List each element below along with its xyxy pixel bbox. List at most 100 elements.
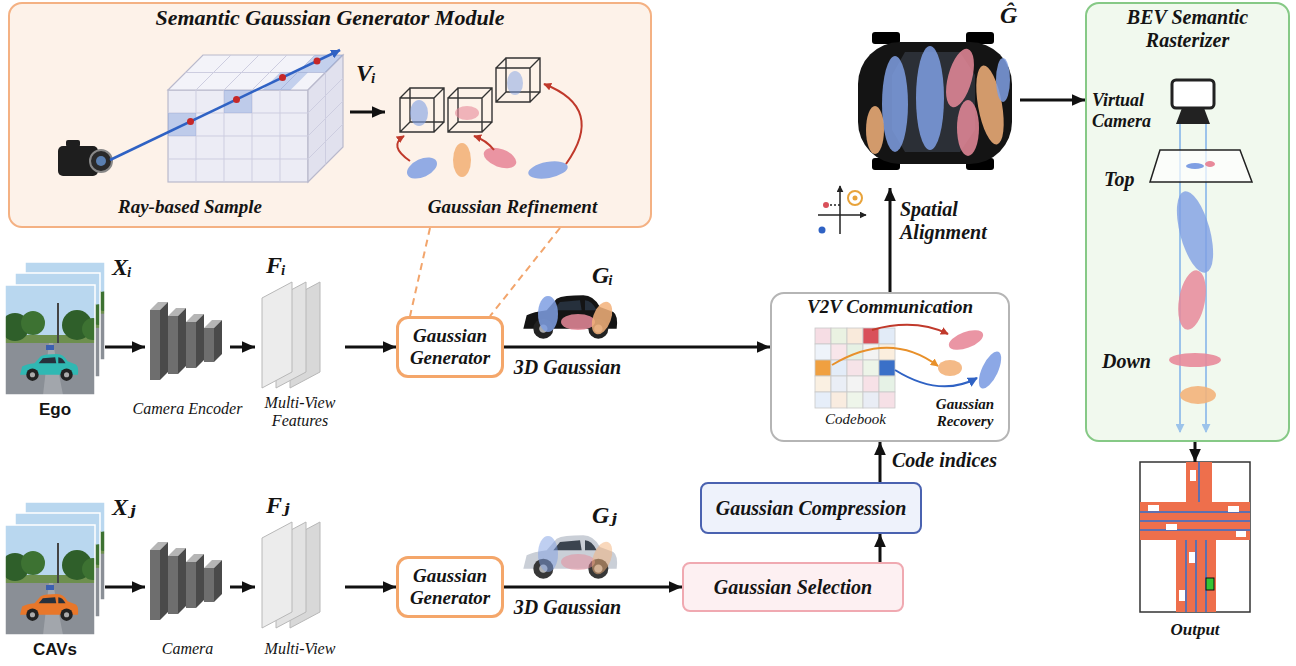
- ray-sample-illustration: [58, 50, 343, 182]
- camera-images: XᵢEgo: [5, 262, 105, 422]
- flow-arrow: [105, 586, 145, 589]
- cav-gaussian-car: [523, 535, 617, 578]
- alignment-axes-icon-part: [823, 202, 829, 208]
- feature-map-illustration-part: [262, 282, 292, 388]
- connector-group: [105, 347, 145, 348]
- ego-camera-photos: [1, 262, 113, 395]
- gaussian-refinement-illustration-part: [496, 58, 540, 102]
- gaussian-recovery-illustration-part: [938, 360, 962, 376]
- codebook-grid-part: [863, 392, 879, 408]
- fused-car-illustration-part: [866, 106, 884, 154]
- fused-car-illustration-part: [996, 58, 1010, 102]
- gaussian-recovery-illustration-part: [946, 326, 985, 353]
- gaussian-refinement-illustration-part: [474, 136, 494, 150]
- codebook-grid-part: [847, 376, 863, 392]
- bev-output-map-part-part: [1148, 505, 1159, 511]
- bev-rasterizer-illustration-part: [1170, 188, 1221, 277]
- bev-output-map-part-part: [1205, 540, 1207, 612]
- bev-output-map: Output: [1138, 462, 1252, 642]
- symbol-label: Fᵢ: [266, 252, 300, 280]
- figure-caption: Gaussian Recovery: [922, 396, 1008, 431]
- ego-camera-photos-part: [1, 285, 104, 395]
- bev-output-map-part-part: [1140, 520, 1250, 522]
- figure-caption: Codebook: [798, 411, 913, 428]
- ray-sample-illustration-part: [233, 96, 240, 103]
- ray-sample-illustration-part-part: [308, 101, 343, 136]
- bev-rasterizer-illustration-part: [1180, 386, 1216, 404]
- symbol-label: Xᵢ: [112, 254, 146, 282]
- ego-gaussian-car-part: [523, 295, 617, 338]
- bev-output-map: [1140, 462, 1250, 612]
- codebook-grid-part: [879, 376, 895, 392]
- flow-arrow: [1020, 99, 1085, 102]
- gaussian-recovery-illustration-part: [974, 348, 1005, 391]
- bev-rasterizer-illustration-part: [1205, 161, 1215, 167]
- flow-arrow: [889, 188, 892, 292]
- ray-sample-illustration-part: [314, 58, 321, 65]
- encoder-illustration-part: [168, 316, 178, 374]
- ray-sample-illustration-part: [96, 156, 106, 166]
- edge-label: 3D Gaussian: [505, 596, 630, 619]
- flow-arrow: [504, 586, 682, 589]
- alignment-axes-icon-part: [839, 186, 841, 234]
- codebook-grid-part: [879, 392, 895, 408]
- connector-group: [1195, 442, 1196, 462]
- box-label: Gaussian Generator: [405, 325, 495, 369]
- connector-group: [410, 228, 560, 316]
- bev-rasterizer-illustration-part: [1186, 163, 1204, 169]
- connector-group: [890, 188, 891, 292]
- fused-car-illustration-part: [941, 46, 980, 110]
- figure-caption: Down: [1102, 350, 1162, 373]
- zoom-guide-line: [410, 228, 430, 316]
- box-label: Gaussian Compression: [716, 497, 907, 520]
- gaussian-recovery-illustration-part: [872, 325, 948, 334]
- cav-gaussian-car-part: [523, 535, 617, 578]
- ray-sample-illustration-part: [308, 55, 343, 182]
- gaussian-refinement-illustration-part: [397, 136, 410, 161]
- generator-box: Gaussian Generator: [396, 556, 504, 618]
- bev-output-map-part-part: [1198, 462, 1200, 502]
- connector-group: [230, 347, 255, 348]
- bev-rasterizer-illustration-part: [1169, 353, 1221, 367]
- encoder-illustration-part: [204, 328, 214, 362]
- gaussian-refinement-illustration-part: [455, 106, 479, 120]
- ego-car: [20, 354, 78, 381]
- flow-arrow: [105, 346, 145, 349]
- panel-title: Semantic Gaussian Generator Module: [8, 5, 652, 30]
- box-label: Gaussian Selection: [714, 576, 872, 599]
- selection-box: Gaussian Selection: [682, 562, 904, 612]
- cav-gaussian-car-part: [538, 536, 558, 572]
- bev-output-map-part: [1140, 502, 1250, 612]
- codebook-grid-part: [831, 360, 847, 376]
- bev-rasterizer-illustration-part: [1176, 108, 1210, 124]
- flow-arrow: [345, 346, 396, 349]
- codebook-grid-part: [847, 392, 863, 408]
- gaussian-recovery-illustration-part: [895, 370, 977, 386]
- connector-group: [345, 347, 396, 348]
- codebook-grid-part: [815, 392, 831, 408]
- module-label: Multi-View: [245, 640, 355, 658]
- ray-sample-illustration-part-part: [308, 78, 343, 113]
- flow-arrow: [345, 586, 396, 589]
- codebook-grid-part: [831, 328, 847, 344]
- codebook-grid-part: [863, 328, 879, 344]
- compression-box: Gaussian Compression: [700, 482, 922, 534]
- bev-rasterizer-illustration: [1150, 80, 1252, 432]
- connector-group: [880, 442, 881, 482]
- encoder-illustration-part: [160, 302, 168, 380]
- gaussian-refinement-illustration-part: [410, 100, 428, 126]
- bev-output-map-part-part: [1140, 529, 1250, 531]
- ray-sample-illustration-part: [168, 90, 308, 182]
- panel-fills-part: [1085, 2, 1290, 442]
- agent-name: CAVs: [5, 640, 105, 660]
- codebook-grid-part: [879, 328, 895, 344]
- bev-output-map-part: [1186, 462, 1212, 502]
- fused-car-illustration-part: [916, 46, 944, 150]
- module-label: Camera Encoder: [125, 400, 250, 418]
- gaussian-recovery-illustration-part: [832, 348, 938, 366]
- connector-group: [880, 534, 881, 562]
- bev-rasterizer-illustration-part: [1150, 150, 1252, 182]
- ego-gaussian-car-part: [561, 314, 595, 330]
- flow-arrow: [350, 111, 385, 114]
- connector-group: [230, 587, 255, 588]
